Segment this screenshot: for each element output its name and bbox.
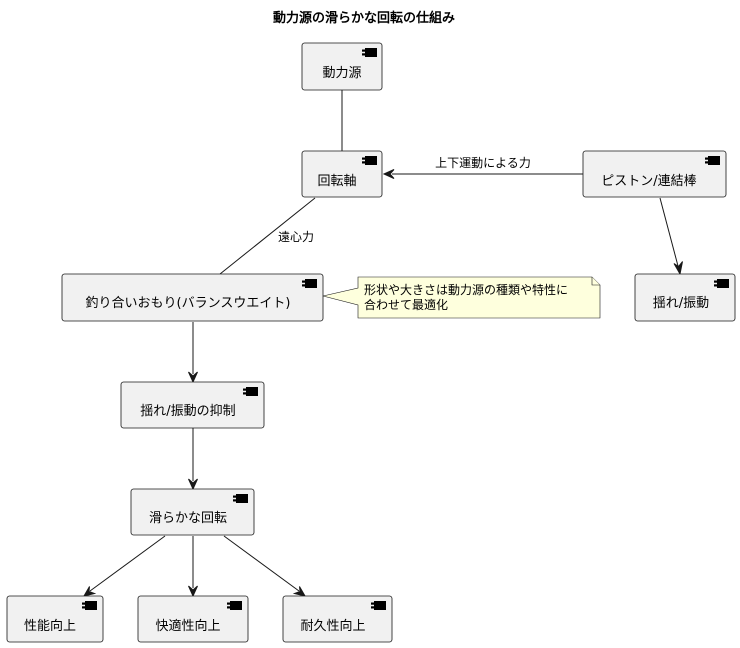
component-suppress: 揺れ/振動の抑制	[120, 381, 265, 429]
edge-smooth-durable	[223, 535, 300, 592]
component-label: 動力源	[322, 66, 361, 81]
component-smooth: 滑らかな回転	[130, 488, 255, 536]
edge-shaft-counterweight	[219, 197, 316, 275]
arrowhead-smooth-perf	[82, 586, 97, 597]
arrowhead-piston-sway	[673, 261, 683, 276]
edges: 上下運動による力 遠心力	[82, 90, 683, 598]
component-label: 揺れ/振動	[653, 296, 709, 311]
edge-label-force: 上下運動による力	[435, 156, 531, 170]
component-power: 動力源	[301, 42, 383, 91]
component-label: ピストン/連結棒	[601, 174, 696, 189]
edge-label-centrifugal: 遠心力	[278, 230, 314, 244]
arrowhead-smooth-comfort	[188, 585, 198, 598]
component-label: 釣り合いおもり(バランスウエイト)	[86, 295, 291, 311]
component-durable: 耐久性向上	[282, 595, 393, 643]
component-sway: 揺れ/振動	[634, 273, 736, 322]
diagram-title: 動力源の滑らかな回転の仕組み	[273, 10, 455, 26]
arrowhead-piston-shaft	[382, 169, 395, 179]
component-shaft: 回転軸	[301, 150, 383, 198]
note-line-2: 合わせて最適化	[364, 297, 448, 312]
component-label: 性能向上	[24, 618, 76, 634]
note-fold	[591, 277, 600, 286]
note-line-1: 形状や大きさは動力源の種類や特性に	[364, 282, 568, 297]
component-label: 回転軸	[317, 174, 356, 189]
arrowhead-counterweight-suppress	[188, 371, 198, 384]
arrowhead-suppress-smooth	[188, 478, 198, 491]
component-label: 快適性向上	[155, 618, 220, 634]
component-label: 耐久性向上	[300, 618, 365, 634]
arrowhead-smooth-durable	[292, 586, 307, 597]
component-label: 揺れ/振動の抑制	[140, 404, 235, 419]
component-perf: 性能向上	[6, 595, 104, 643]
edge-smooth-perf	[89, 535, 166, 592]
component-piston: ピストン/連結棒	[582, 150, 727, 198]
component-comfort: 快適性向上	[137, 595, 249, 643]
component-counterweight: 釣り合いおもり(バランスウエイト)	[61, 273, 324, 322]
edge-piston-sway	[659, 197, 679, 267]
component-label: 滑らかな回転	[149, 511, 227, 526]
note-box	[322, 276, 601, 319]
note: 形状や大きさは動力源の種類や特性に 合わせて最適化	[322, 276, 601, 319]
